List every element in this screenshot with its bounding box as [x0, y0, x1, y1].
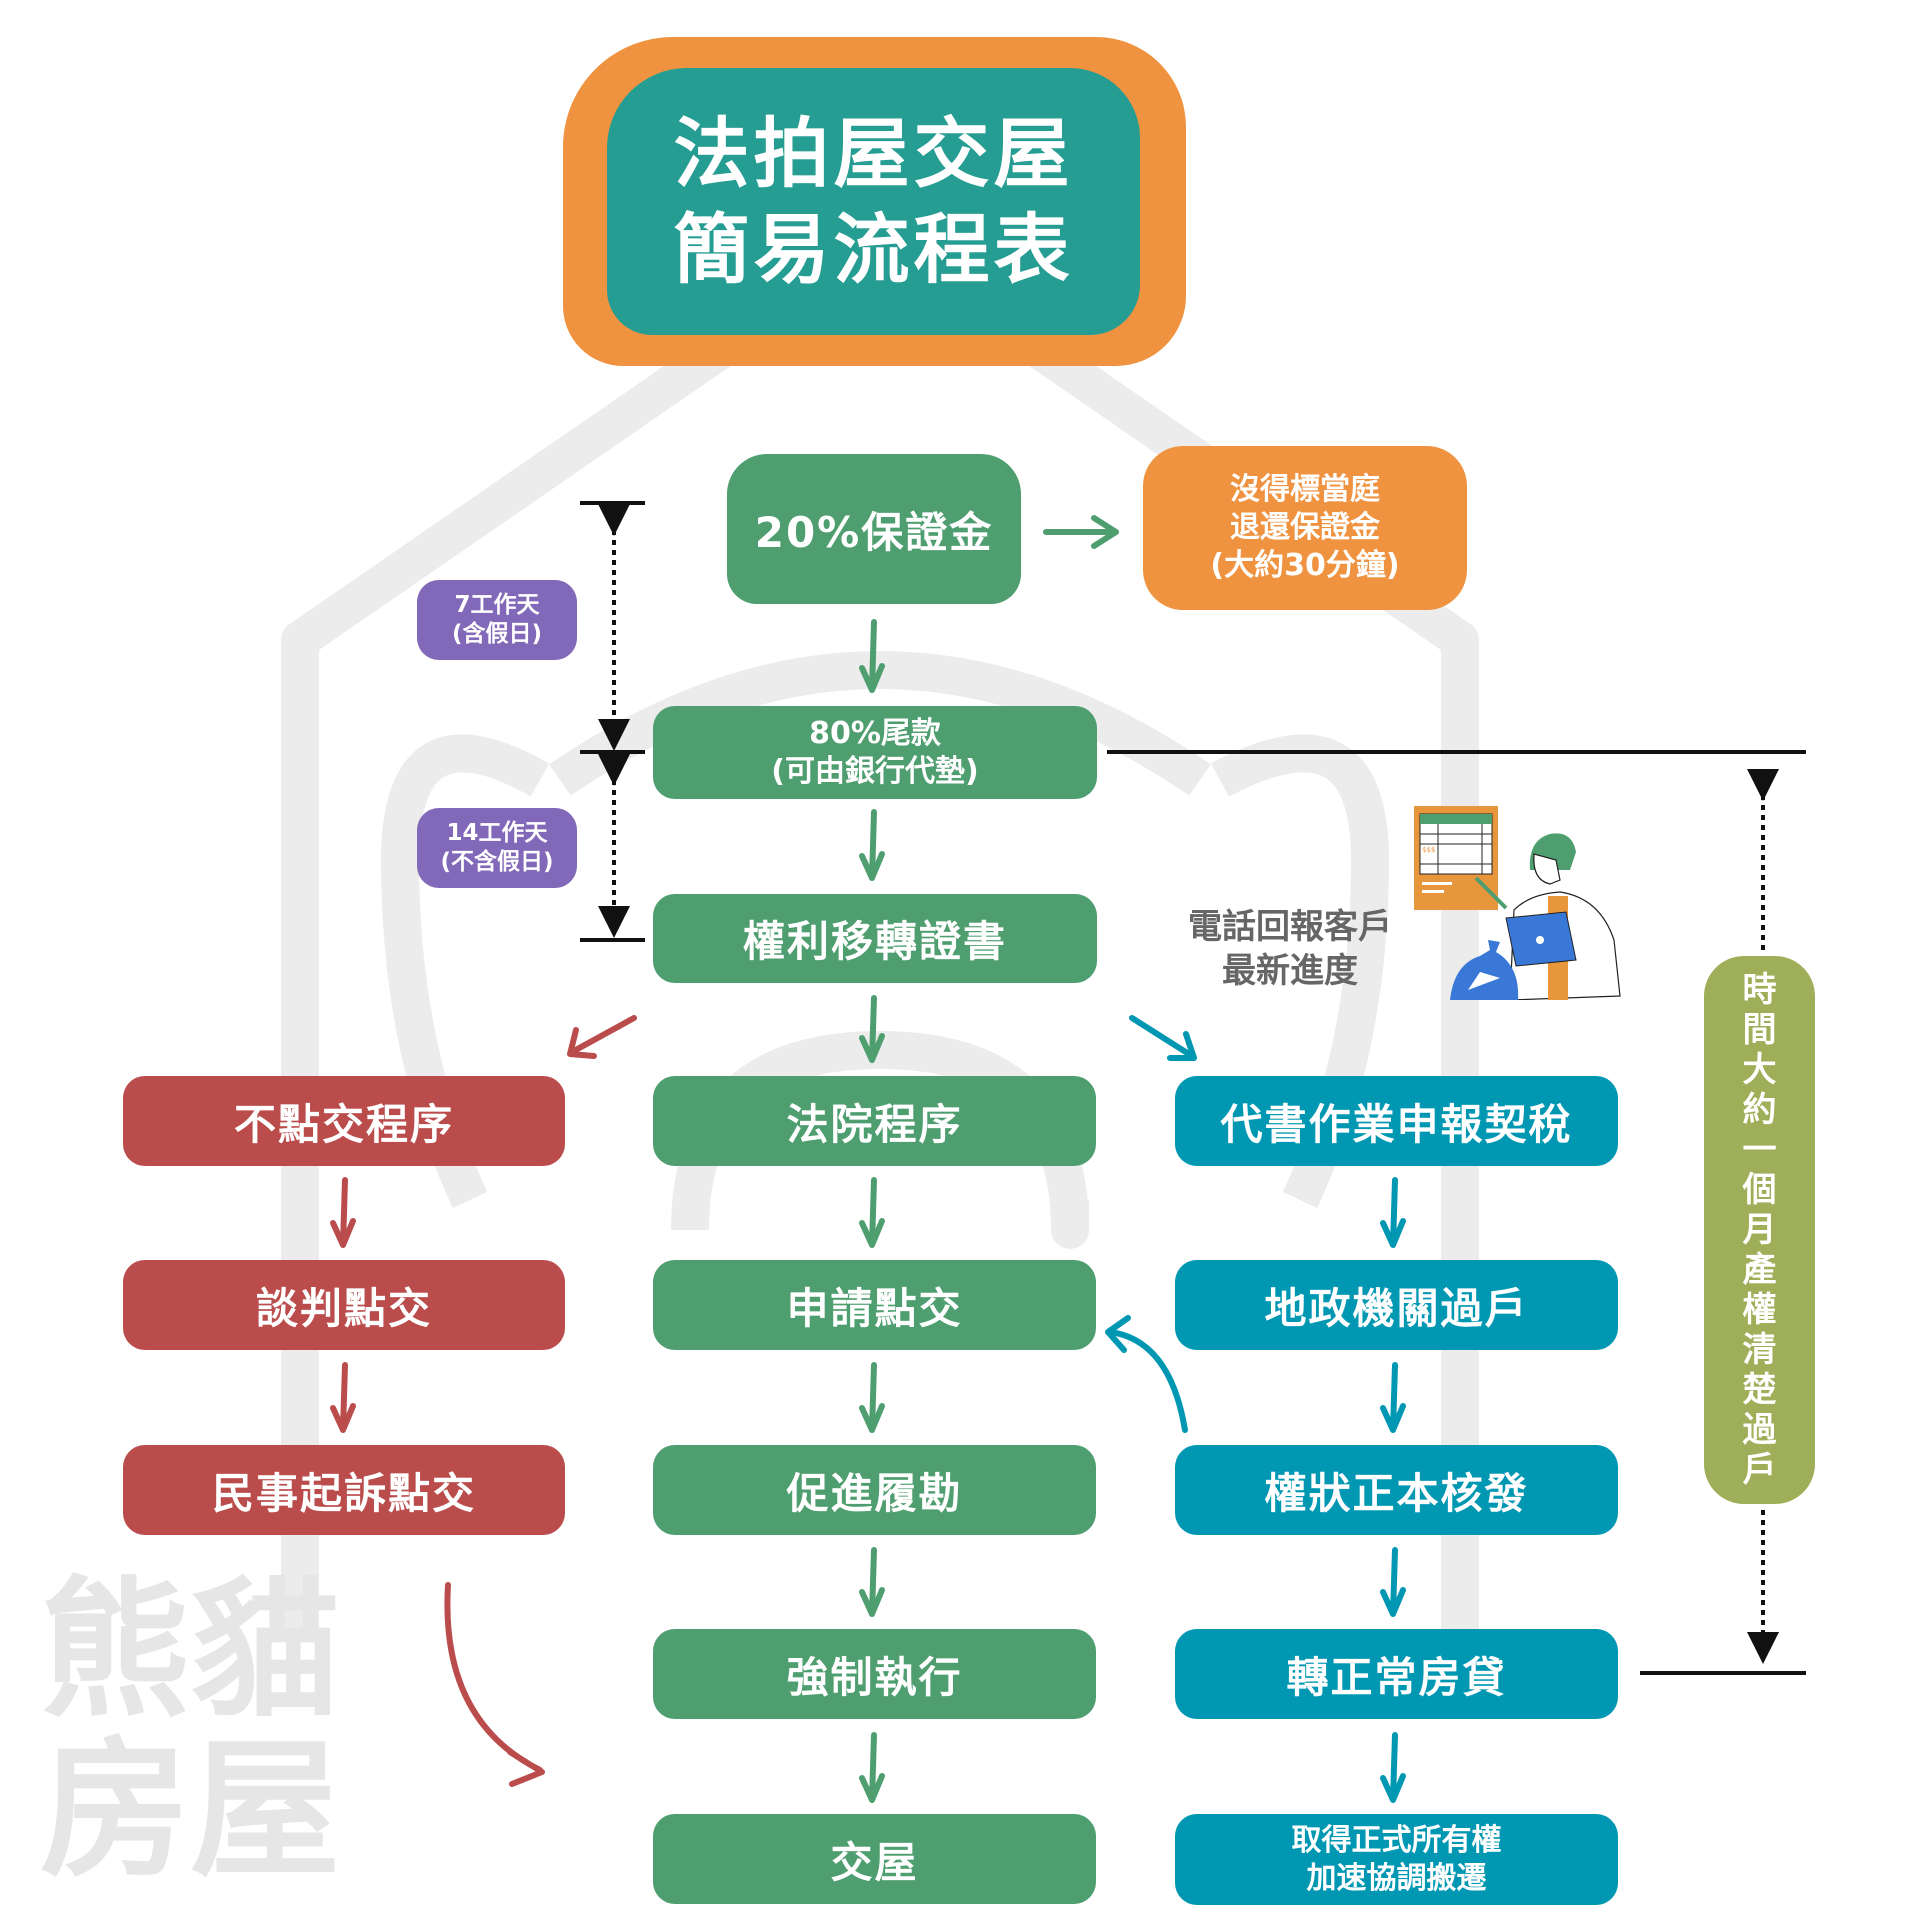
arrow-down-right-icon: [1129, 1015, 1197, 1061]
arrow-down-icon: [330, 1362, 356, 1433]
middle-step-3[interactable]: 促進履勘: [653, 1445, 1096, 1535]
ownership-line-1: 取得正式所有權: [1291, 1822, 1502, 1858]
middle-step-label: 強制執行: [786, 1652, 963, 1702]
duration-14-line-1: 14工作天: [446, 820, 548, 846]
timeframe-char: 約: [1742, 1090, 1777, 1130]
balance-line-1: 80%尾款: [809, 715, 941, 751]
deposit-label: 20%保證金: [754, 507, 994, 557]
timeframe-char: 產: [1742, 1250, 1777, 1290]
curved-arrow-icon: [444, 1582, 545, 1787]
arrow-down-icon: [859, 619, 885, 693]
timeframe-char: 過: [1742, 1410, 1777, 1450]
title-inner: 法拍屋交屋 簡易流程表: [607, 68, 1140, 335]
middle-step-1[interactable]: 法院程序: [653, 1076, 1096, 1166]
arrow-down-icon: [859, 1362, 885, 1433]
title-line-1: 法拍屋交屋: [673, 108, 1074, 198]
timeframe-char: 楚: [1742, 1370, 1777, 1410]
middle-step-label: 促進履勘: [786, 1468, 963, 1518]
balance-step[interactable]: 80%尾款 (可由銀行代墊): [653, 706, 1097, 799]
ownership-step[interactable]: 取得正式所有權 加速協調搬遷: [1175, 1814, 1618, 1905]
right-step-1[interactable]: 代書作業申報契稅: [1175, 1076, 1618, 1166]
arrow-down-icon: [1380, 1177, 1406, 1248]
ownership-line-2: 加速協調搬遷: [1306, 1860, 1487, 1896]
arrow-down-icon: [859, 1732, 885, 1803]
timeframe-char: 清: [1742, 1330, 1777, 1370]
middle-step-label: 交屋: [830, 1837, 919, 1887]
title-line-2: 簡易流程表: [673, 204, 1074, 294]
arrow-down-icon: [859, 809, 885, 881]
deposit-step[interactable]: 20%保證金: [727, 454, 1021, 604]
right-step-label: 權狀正本核發: [1264, 1468, 1529, 1518]
arrow-down-icon: [1380, 1362, 1406, 1433]
middle-step-5[interactable]: 交屋: [653, 1814, 1096, 1904]
arrow-down-icon: [330, 1177, 356, 1248]
refund-line-2: 退還保證金: [1230, 510, 1380, 545]
left-step-label: 談判點交: [255, 1283, 432, 1333]
duration-7-days: 7工作天 (含假日): [417, 580, 577, 660]
watermark-text: 熊貓房屋: [40, 1562, 341, 1898]
right-step-label: 轉正常房貸: [1286, 1652, 1507, 1702]
agent-illustration-icon: $$$: [1414, 806, 1621, 1000]
left-step-label: 民事起訴點交: [211, 1468, 476, 1518]
arrow-down-icon: [859, 1177, 885, 1248]
timeframe-char: 時: [1742, 970, 1777, 1010]
timeframe-char: 個: [1742, 1170, 1777, 1210]
arrow-down-icon: [859, 1547, 885, 1617]
timeframe-char: 月: [1742, 1210, 1777, 1250]
timeframe-char: 戶: [1742, 1450, 1777, 1490]
title-badge: 法拍屋交屋 簡易流程表: [563, 37, 1186, 366]
right-step-label: 地政機關過戶: [1264, 1283, 1529, 1333]
duration-7-line-2: (含假日): [451, 621, 543, 647]
middle-step-label: 申請點交: [786, 1283, 963, 1333]
balance-line-2: (可由銀行代墊): [771, 753, 979, 789]
right-step-label: 代書作業申報契稅: [1220, 1099, 1573, 1149]
right-step-2[interactable]: 地政機關過戶: [1175, 1260, 1618, 1350]
curved-back-arrow-icon: [1105, 1315, 1188, 1433]
duration-7-line-1: 7工作天: [454, 592, 540, 618]
left-step-1[interactable]: 不點交程序: [123, 1076, 565, 1166]
right-step-3[interactable]: 權狀正本核發: [1175, 1445, 1618, 1535]
arrow-down-icon: [1380, 1732, 1406, 1803]
refund-line-1: 沒得標當庭: [1230, 472, 1380, 507]
middle-step-4[interactable]: 強制執行: [653, 1629, 1096, 1719]
certificate-label: 權利移轉證書: [742, 917, 1007, 966]
timeframe-char: 大: [1742, 1050, 1777, 1090]
timeframe-label: 時間大約一個月產權清楚過戶: [1704, 956, 1815, 1504]
duration-14-line-2: (不含假日): [440, 849, 554, 875]
arrow-right-icon: [1043, 515, 1119, 549]
refund-line-3: (大約30分鐘): [1210, 548, 1400, 583]
left-step-2[interactable]: 談判點交: [123, 1260, 565, 1350]
middle-step-2[interactable]: 申請點交: [653, 1260, 1096, 1350]
timeframe-char: 間: [1742, 1010, 1777, 1050]
right-step-4[interactable]: 轉正常房貸: [1175, 1629, 1618, 1719]
phone-note-line-2: 最新進度: [1222, 951, 1358, 991]
arrow-down-left-icon: [567, 1015, 637, 1059]
refund-step[interactable]: 沒得標當庭 退還保證金 (大約30分鐘): [1143, 446, 1467, 610]
phone-note-line-1: 電話回報客戶: [1188, 907, 1392, 947]
left-step-3[interactable]: 民事起訴點交: [123, 1445, 565, 1535]
timeframe-char: 一: [1742, 1130, 1777, 1170]
timeframe-char: 權: [1742, 1290, 1777, 1330]
arrow-down-icon: [859, 995, 885, 1063]
sheet-money-text: $$$: [1422, 846, 1435, 854]
duration-14-days: 14工作天 (不含假日): [417, 808, 577, 888]
arrow-down-icon: [1380, 1547, 1406, 1617]
phone-note: 電話回報客戶 最新進度: [1175, 905, 1405, 993]
middle-step-label: 法院程序: [786, 1099, 963, 1149]
certificate-step[interactable]: 權利移轉證書: [653, 894, 1097, 983]
left-step-label: 不點交程序: [233, 1099, 454, 1149]
